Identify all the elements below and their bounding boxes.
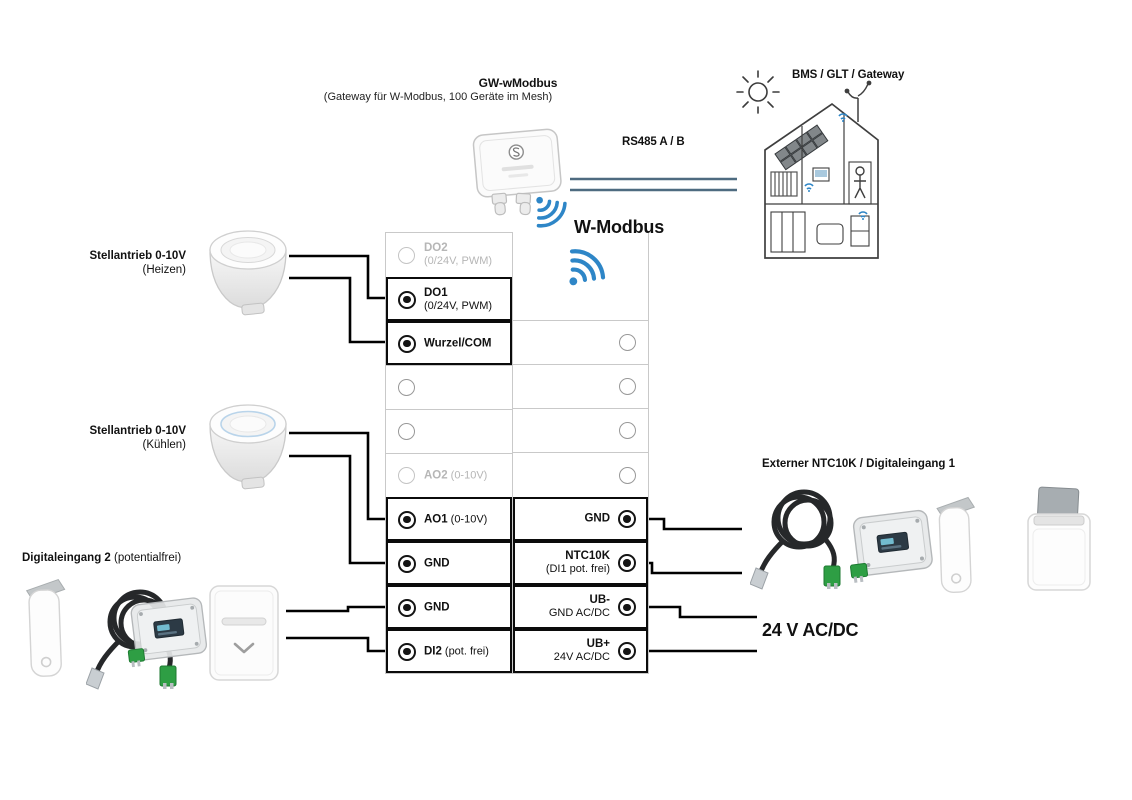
green-connector: [823, 565, 841, 589]
bms-label: BMS / GLT / Gateway: [792, 69, 905, 81]
terminal-circle: [618, 554, 636, 573]
gateway-device-image: [462, 122, 574, 222]
wifi-icon: [524, 186, 570, 232]
anemometer-icon: [844, 80, 872, 122]
radiator-icon: [770, 171, 798, 197]
terminal-ub-minus: UB-GND AC/DC: [513, 584, 648, 629]
terminal-empty: [513, 320, 648, 364]
terminal-column-left: DO2(0/24V, PWM) DO1(0/24V, PWM) Wurzel/C…: [385, 232, 513, 674]
wmodbus-label: W-Modbus: [574, 217, 665, 237]
wire-kuehlen-gnd: [289, 454, 399, 565]
actuator-heizen-image: [202, 226, 294, 316]
terminal-circle: [618, 598, 636, 617]
terminal-di2: DI2(pot. frei): [386, 629, 512, 673]
wire-heizen-do1: [289, 254, 399, 300]
rs485-label: RS485 A / B: [622, 136, 685, 148]
terminal-circle: [398, 379, 415, 396]
terminal-circle: [398, 334, 416, 353]
green-connector: [850, 563, 869, 583]
terminal-empty: [513, 452, 648, 496]
terminal-circle: [619, 334, 636, 352]
actuator-kuehlen-image: [202, 400, 294, 490]
person-figure: [848, 161, 872, 205]
terminal-gnd-right: GND: [513, 496, 648, 541]
terminal-circle: [398, 554, 416, 573]
label-stellantrieb-heizen: Stellantrieb 0-10V (Heizen): [89, 250, 186, 276]
terminal-ntc10k: NTC10K(DI1 pot. frei): [513, 540, 648, 585]
terminal-circle: [398, 423, 415, 440]
ntc-cable-sensor-image: [750, 478, 852, 590]
terminal-block: DO2(0/24V, PWM) DO1(0/24V, PWM) Wurzel/C…: [385, 232, 649, 674]
building-illustration: [727, 64, 889, 266]
transmitter-image: [846, 498, 938, 590]
terminal-circle: [618, 642, 636, 661]
terminal-column-right: GND NTC10K(DI1 pot. frei) UB-GND AC/DC U…: [513, 232, 649, 674]
wire-ntc-right: [635, 561, 742, 575]
label-stellantrieb-kuehlen: Stellantrieb 0-10V (Kühlen): [89, 425, 186, 451]
terminal-circle: [619, 466, 636, 484]
terminal-gnd-1: GND: [386, 541, 512, 585]
wire-heizen-com: [289, 276, 399, 344]
terminal-empty: [513, 364, 648, 408]
sun-icon: [736, 70, 780, 114]
wmodbus-radio-area: [513, 232, 648, 320]
terminal-wurzel-com: Wurzel/COM: [386, 321, 512, 365]
card-switch-image: [208, 584, 280, 682]
wire-kuehlen-ao1: [289, 431, 399, 521]
terminal-circle: [619, 422, 636, 440]
wire-ub-minus: [635, 605, 757, 619]
label-digitaleingang-2: Digitaleingang 2 (potentialfrei): [22, 552, 182, 564]
transmitter-image: [124, 586, 212, 674]
wire-di2-di2: [286, 636, 399, 653]
door-contact-image: [20, 576, 74, 682]
terminal-circle: [398, 467, 415, 484]
terminal-do2: DO2(0/24V, PWM): [386, 233, 512, 277]
terminal-ao2: AO2(0-10V): [386, 453, 512, 497]
wire-gnd-right: [635, 517, 742, 531]
thermostat-display: [812, 167, 830, 182]
gateway-title: GW-wModbus: [478, 76, 558, 90]
terminal-empty: [386, 409, 512, 453]
card-holder-image: [1026, 486, 1092, 592]
wifi-icon: [555, 244, 609, 298]
terminal-empty: [513, 408, 648, 452]
green-connector: [127, 648, 146, 668]
gateway-subtitle: (Gateway für W-Modbus, 100 Geräte im Mes…: [323, 91, 553, 103]
terminal-do1: DO1(0/24V, PWM): [386, 277, 512, 321]
door-contact-image: [928, 494, 986, 598]
terminal-circle: [398, 598, 416, 617]
terminal-circle: [398, 510, 416, 529]
terminal-ub-plus: UB+24V AC/DC: [513, 628, 648, 673]
terminal-circle: [398, 290, 416, 309]
terminal-circle: [618, 510, 636, 529]
terminal-circle: [398, 642, 416, 661]
green-connector: [159, 665, 177, 689]
terminal-circle: [619, 378, 636, 396]
solar-panels: [774, 124, 829, 171]
wifi-dot: [804, 113, 868, 220]
terminal-ao1: AO1(0-10V): [386, 497, 512, 541]
terminal-gnd-2: GND: [386, 585, 512, 629]
label-externer-ntc10k: Externer NTC10K / Digitaleingang 1: [762, 458, 955, 470]
wire-di2-gnd: [286, 605, 399, 613]
terminal-empty: [386, 365, 512, 409]
power-supply-label: 24 V AC/DC: [762, 620, 859, 640]
rs485-bus-lines: [570, 177, 737, 192]
terminal-circle: [398, 246, 415, 264]
